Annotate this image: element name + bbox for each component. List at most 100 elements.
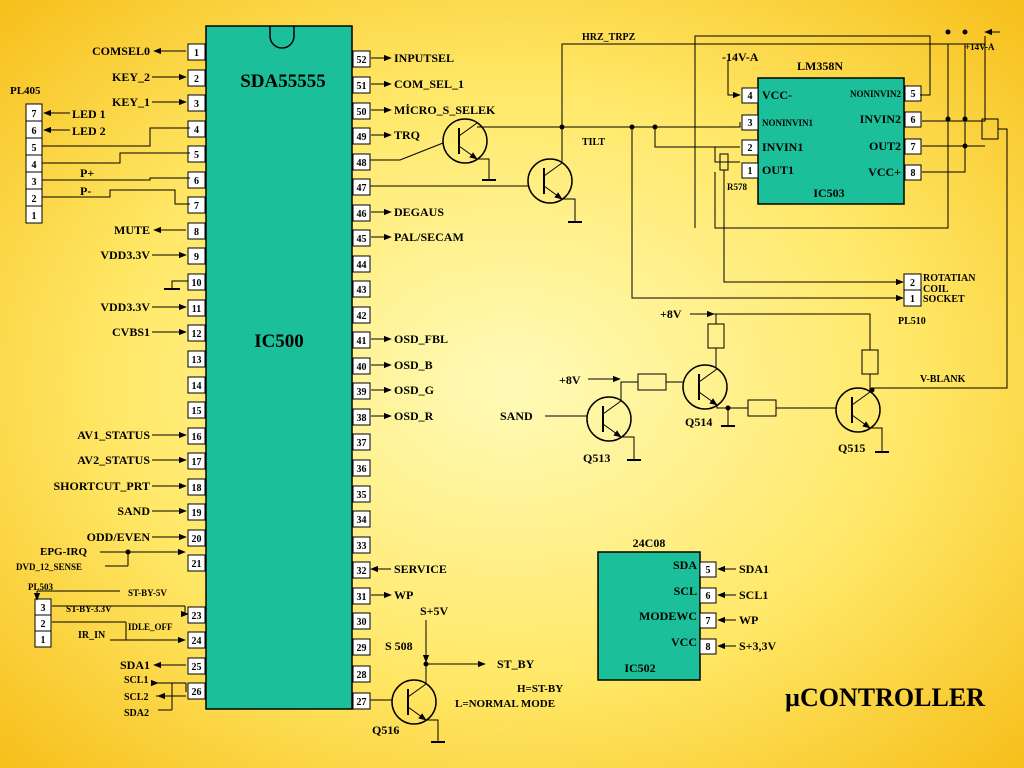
ic500-pin-19-box — [187, 503, 206, 521]
ic503-body — [757, 77, 905, 205]
ic500-pin-12-number: 12 — [192, 329, 202, 340]
ic500-pin-45-box — [352, 229, 371, 247]
ic500-ref: IC500 — [254, 331, 304, 352]
pl510-pin-1-box — [903, 289, 922, 307]
scl2-label: SCL2 — [124, 692, 148, 703]
ic500-pin-31-label: WP — [394, 588, 413, 602]
q516-transistor — [391, 679, 437, 725]
q515-transistor — [835, 387, 881, 433]
s508-label: S 508 — [385, 639, 413, 653]
pl405-pin-1-box — [25, 205, 43, 224]
trq-transistor — [442, 118, 488, 164]
ic500-pin-12-label: CVBS1 — [112, 325, 150, 339]
ic502-body — [597, 551, 701, 681]
ic500-pin-18-number: 18 — [192, 483, 202, 494]
ic503-pin-1-box — [741, 162, 759, 179]
ic502-pin-8-number: 8 — [706, 642, 711, 653]
q513-label: Q513 — [583, 451, 610, 465]
ir-in-label: IR_IN — [78, 630, 106, 641]
ic500-pin-37-number: 37 — [357, 438, 367, 449]
ic500-pin-47-box — [352, 178, 371, 196]
ic502-part: 24C08 — [633, 536, 666, 550]
pl510-pin-2-number: 2 — [910, 278, 915, 289]
ic500-pin-1-number: 1 — [194, 48, 199, 59]
q515-label: Q515 — [838, 441, 865, 455]
ic500-pin-18-label: SHORTCUT_PRT — [53, 479, 150, 493]
plus14-label: +14V-A — [965, 42, 995, 52]
ic500-pin-13-number: 13 — [192, 355, 202, 366]
ic500-pin-5-number: 5 — [194, 150, 199, 161]
st-by-33v-label: ST-BY-3.3V — [66, 604, 112, 614]
ic500-pin-41-box — [352, 331, 371, 349]
ic500-pin-34-number: 34 — [357, 515, 367, 526]
pl510-pin-1-label: SOCKET — [923, 294, 965, 305]
ic502-pin-7-number: 7 — [706, 616, 711, 627]
top-wiring: HRZ_TRPZ -14V-A +14V-A TILT R578 — [494, 28, 1008, 389]
ic503-pin-8-number: 8 — [911, 168, 916, 179]
ic503-part: LM358N — [797, 59, 843, 73]
ic500-pin-38-box — [352, 408, 371, 426]
ic500-pin-8-number: 8 — [194, 227, 199, 238]
ic500-pin-25-label: SDA1 — [120, 658, 150, 672]
transistor-network: +8V +8V SAND Q513 Q514 Q515 V-BLANK — [370, 118, 966, 743]
ic500-pin-21-number: 21 — [192, 559, 202, 570]
pminus-label: P- — [80, 184, 91, 198]
ic500-pin-7-box — [187, 196, 206, 214]
pl503-ref: PL503 — [28, 582, 54, 592]
ic500-pin-32-box — [352, 561, 371, 579]
ic502-pin-7-box — [699, 612, 717, 629]
ic503-pin-4-number: 4 — [748, 91, 753, 102]
ic503-pin-8-box — [904, 164, 922, 181]
ic500-pin-28-box — [352, 665, 371, 683]
ic500-pin-3-number: 3 — [194, 99, 199, 110]
q516-label: Q516 — [372, 723, 399, 737]
ic503-pin-6-box — [904, 111, 922, 128]
tilt-label: TILT — [582, 137, 605, 148]
ic500-pin-16-label: AV1_STATUS — [77, 428, 150, 442]
ic500-pin-44-box — [352, 255, 371, 273]
ic503-pin-3-box — [741, 114, 759, 131]
ic500-pin-11-box — [187, 299, 206, 317]
ic500-pin-43-number: 43 — [357, 285, 367, 296]
ic500-pin-52-number: 52 — [357, 55, 367, 66]
ic500-pin-3-box — [187, 94, 206, 112]
ic500-pin-6-box — [187, 171, 206, 189]
ic500-pin-14-box — [187, 376, 206, 394]
ic500-pin-27-box — [352, 692, 371, 710]
ic500-pin-49-box — [352, 127, 371, 145]
pl405-pin-2-number: 2 — [32, 194, 37, 205]
plus8b-label: +8V — [559, 373, 581, 387]
ic500-pin-25-box — [187, 657, 206, 675]
ic503-ref: IC503 — [813, 186, 844, 200]
ic503-pin-8-label: VCC+ — [868, 165, 901, 179]
pl503-pin-1-box — [34, 630, 52, 648]
ic500-pin-5-box — [187, 145, 206, 163]
mode-l-label: L=NORMAL MODE — [455, 698, 555, 710]
plus8a-label: +8V — [660, 307, 682, 321]
pl405-pin-7-number: 7 — [32, 109, 37, 120]
pl503-pin-1-number: 1 — [41, 635, 46, 646]
ic500-pin-2-label: KEY_2 — [112, 70, 150, 84]
ic500-pin-50-number: 50 — [357, 107, 367, 118]
ic500-pin-51-number: 51 — [357, 81, 367, 92]
ic503-pin-6-label: INVIN2 — [860, 112, 901, 126]
minus14-label: -14V-A — [722, 50, 759, 64]
ic500-pin-28-number: 28 — [357, 670, 367, 681]
ic500-pin-32-label: SERVICE — [394, 562, 447, 576]
ic500-pin-36-box — [352, 459, 371, 477]
ic500-pin-10-box — [187, 273, 206, 291]
ic500-part: SDA55555 — [240, 71, 326, 92]
ic500-pin-38-label: OSD_R — [394, 409, 434, 423]
ic500-pin-20-number: 20 — [192, 534, 202, 545]
ic502-pin-8-outer: S+3,3V — [739, 639, 777, 653]
ic500-pin-48-box — [352, 153, 371, 171]
ic500-pin-48-number: 48 — [357, 158, 367, 169]
diagram-title: µCONTROLLER — [785, 683, 985, 712]
ic500-pin-9-label: VDD3.3V — [100, 248, 150, 262]
ic500-pin-26-number: 26 — [192, 687, 202, 698]
pl510-pin-2-label: ROTATIAN — [923, 273, 976, 284]
ic500-pin-35-number: 35 — [357, 490, 367, 501]
ic500-pin-1-label: COMSEL0 — [92, 44, 150, 58]
